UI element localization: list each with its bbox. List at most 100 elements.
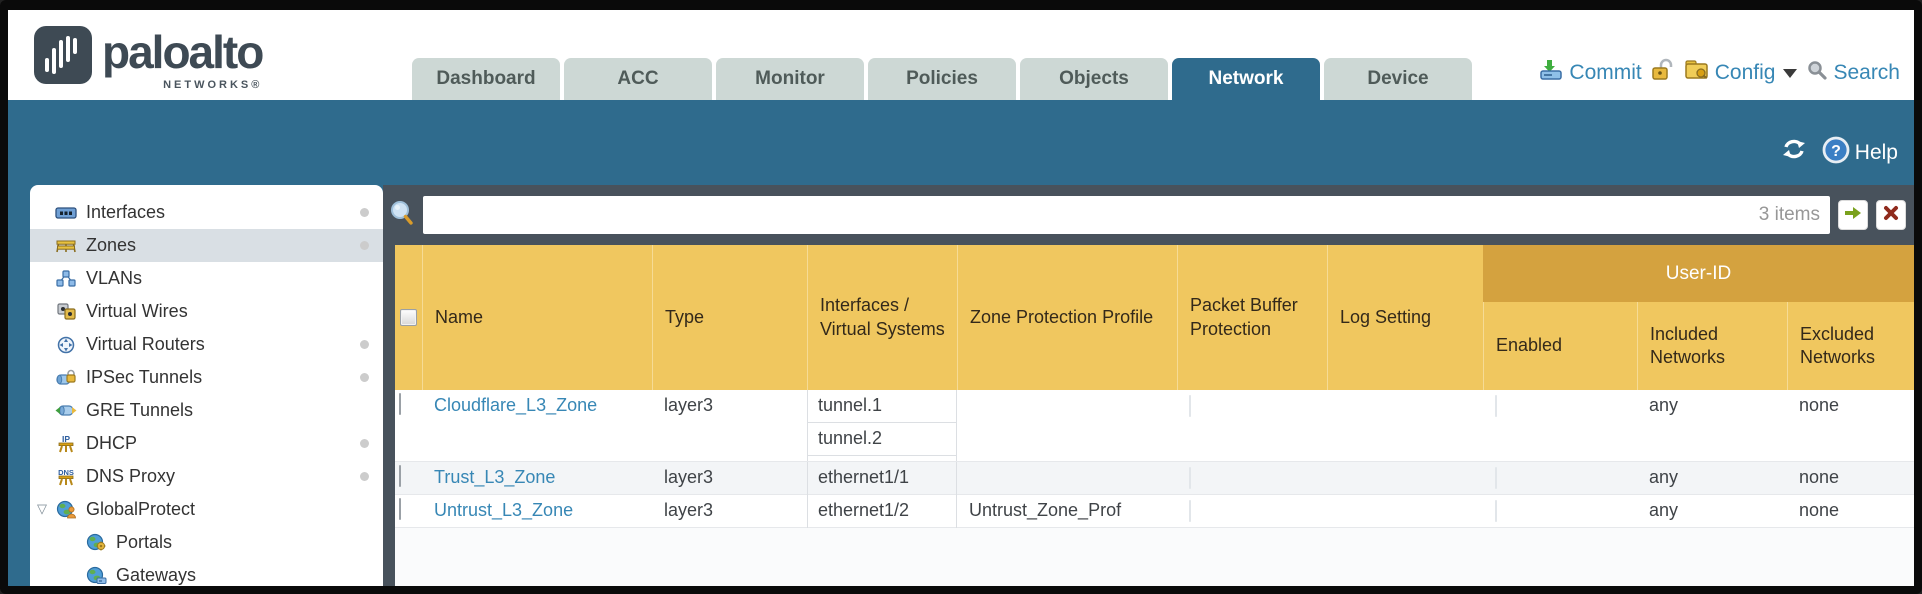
filter-search-box: 3 items [423, 196, 1830, 234]
zone-name-link[interactable]: Cloudflare_L3_Zone [434, 395, 598, 415]
status-dot [360, 373, 369, 382]
interface-value: ethernet1/1 [818, 467, 910, 487]
network-sidebar: Interfaces Zones VLANs Virtua [30, 185, 383, 586]
zones-table: User-ID Name Type Interfaces / Virtual S… [395, 245, 1914, 586]
included-networks-cell: any [1649, 467, 1679, 487]
ipsec-tunnels-icon [55, 369, 77, 387]
user-id-enabled-checkbox[interactable] [1495, 500, 1497, 522]
tab-acc[interactable]: ACC [564, 58, 712, 100]
globalprotect-icon [55, 500, 77, 519]
select-all-checkbox[interactable] [400, 309, 417, 326]
column-header-enabled[interactable]: Enabled [1483, 245, 1637, 390]
zone-interfaces-cell: tunnel.1 tunnel.2 [807, 390, 957, 461]
apply-filter-button[interactable] [1838, 200, 1868, 230]
main-panel: 3 items User-ID [383, 185, 1914, 586]
top-header-bar: paloalto NETWORKS® Dashboard ACC Monitor… [8, 10, 1914, 100]
status-dot [360, 208, 369, 217]
column-header-included-networks[interactable]: Included Networks [1637, 245, 1787, 390]
packet-buffer-checkbox[interactable] [1189, 395, 1191, 417]
filter-search-input[interactable] [423, 196, 1830, 234]
svg-text:?: ? [1831, 143, 1841, 160]
log-setting-cell [1327, 495, 1483, 528]
zone-type-cell: layer3 [664, 395, 714, 415]
table-row-untrust: Untrust_L3_Zone layer3 ethernet1/2 Untru… [395, 495, 1914, 528]
status-dot [360, 472, 369, 481]
svg-text:IP: IP [62, 434, 70, 444]
table-empty-area [395, 528, 1914, 586]
zone-name-link[interactable]: Untrust_L3_Zone [434, 500, 574, 520]
tab-network[interactable]: Network [1172, 58, 1320, 100]
help-icon: ? [1822, 136, 1850, 170]
brand-sub: NETWORKS® [163, 79, 263, 91]
interface-value: ethernet1/2 [818, 500, 910, 520]
virtual-wires-icon [55, 303, 77, 321]
column-header-type[interactable]: Type [652, 245, 807, 390]
portals-icon [85, 533, 107, 552]
sidebar-item-interfaces[interactable]: Interfaces [30, 196, 383, 229]
lock-button[interactable] [1651, 58, 1675, 88]
tab-device[interactable]: Device [1324, 58, 1472, 100]
refresh-button[interactable] [1780, 136, 1808, 168]
sidebar-item-gp-gateways[interactable]: Gateways [30, 559, 383, 586]
packet-buffer-checkbox[interactable] [1189, 500, 1191, 522]
config-caret-icon [1783, 68, 1798, 78]
sidebar-item-virtual-routers[interactable]: Virtual Routers [30, 328, 383, 361]
status-dot [360, 340, 369, 349]
sidebar-item-gre-tunnels[interactable]: GRE Tunnels [30, 394, 383, 427]
refresh-icon [1780, 136, 1808, 168]
packet-buffer-checkbox[interactable] [1189, 467, 1191, 489]
sidebar-item-dhcp[interactable]: IP DHCP [30, 427, 383, 460]
sidebar-item-globalprotect[interactable]: ▽ GlobalProtect [37, 499, 196, 519]
zone-name-link[interactable]: Trust_L3_Zone [434, 467, 556, 487]
tab-monitor[interactable]: Monitor [716, 58, 864, 100]
config-menu-button[interactable]: Config [1684, 58, 1798, 88]
lock-icon [1651, 58, 1675, 88]
expand-caret-icon[interactable]: ▽ [37, 501, 47, 516]
column-header-log-setting[interactable]: Log Setting [1327, 245, 1483, 390]
clear-filter-button[interactable] [1876, 200, 1906, 230]
paloalto-logo: paloalto NETWORKS® [34, 26, 264, 91]
commit-icon [1538, 58, 1564, 88]
table-row-cloudflare: Cloudflare_L3_Zone layer3 tunnel.1 tunne… [395, 390, 1914, 462]
sidebar-item-ipsec-tunnels[interactable]: IPSec Tunnels [30, 361, 383, 394]
zones-table-header: User-ID Name Type Interfaces / Virtual S… [395, 245, 1914, 390]
dns-proxy-icon: DNS [55, 468, 77, 486]
user-id-group-header: User-ID [1483, 245, 1914, 302]
search-button[interactable]: Search [1806, 59, 1900, 87]
row-select-checkbox[interactable] [399, 393, 401, 415]
sidebar-item-gp-portals[interactable]: Portals [30, 526, 383, 559]
virtual-routers-icon [55, 336, 77, 354]
sidebar-item-vlans[interactable]: VLANs [30, 262, 383, 295]
column-header-interfaces[interactable]: Interfaces / Virtual Systems [807, 245, 957, 390]
sidebar-item-zones[interactable]: Zones [30, 229, 383, 262]
tab-objects[interactable]: Objects [1020, 58, 1168, 100]
config-icon [1684, 58, 1710, 88]
content-area: Interfaces Zones VLANs Virtua [8, 185, 1914, 586]
help-button[interactable]: ? Help [1822, 136, 1898, 170]
filter-toolbar: 3 items [383, 185, 1914, 245]
sidebar-item-dns-proxy[interactable]: DNS DNS Proxy [30, 460, 383, 493]
table-row-trust: Trust_L3_Zone layer3 ethernet1/1 any non… [395, 462, 1914, 495]
interfaces-icon [55, 204, 77, 222]
user-id-enabled-checkbox[interactable] [1495, 395, 1497, 417]
user-id-enabled-checkbox[interactable] [1495, 467, 1497, 489]
brand-name: paloalto [102, 26, 264, 78]
commit-button[interactable]: Commit [1538, 58, 1642, 88]
header-actions: Commit [1538, 58, 1900, 88]
row-select-checkbox[interactable] [399, 498, 401, 520]
column-header-zone-protection[interactable]: Zone Protection Profile [957, 245, 1177, 390]
vlans-icon [55, 270, 77, 288]
dhcp-icon: IP [55, 434, 77, 453]
column-header-name[interactable]: Name [422, 245, 652, 390]
select-all-header [395, 245, 422, 390]
zone-type-cell: layer3 [664, 500, 714, 520]
zone-interfaces-cell: ethernet1/1 [807, 462, 957, 495]
tab-dashboard[interactable]: Dashboard [412, 58, 560, 100]
column-header-packet-buffer[interactable]: Packet Buffer Protection [1177, 245, 1327, 390]
row-select-checkbox[interactable] [399, 465, 401, 487]
tab-policies[interactable]: Policies [868, 58, 1016, 100]
gateways-icon [85, 566, 107, 585]
sidebar-item-virtual-wires[interactable]: Virtual Wires [30, 295, 383, 328]
column-header-excluded-networks[interactable]: Excluded Networks [1787, 245, 1914, 390]
